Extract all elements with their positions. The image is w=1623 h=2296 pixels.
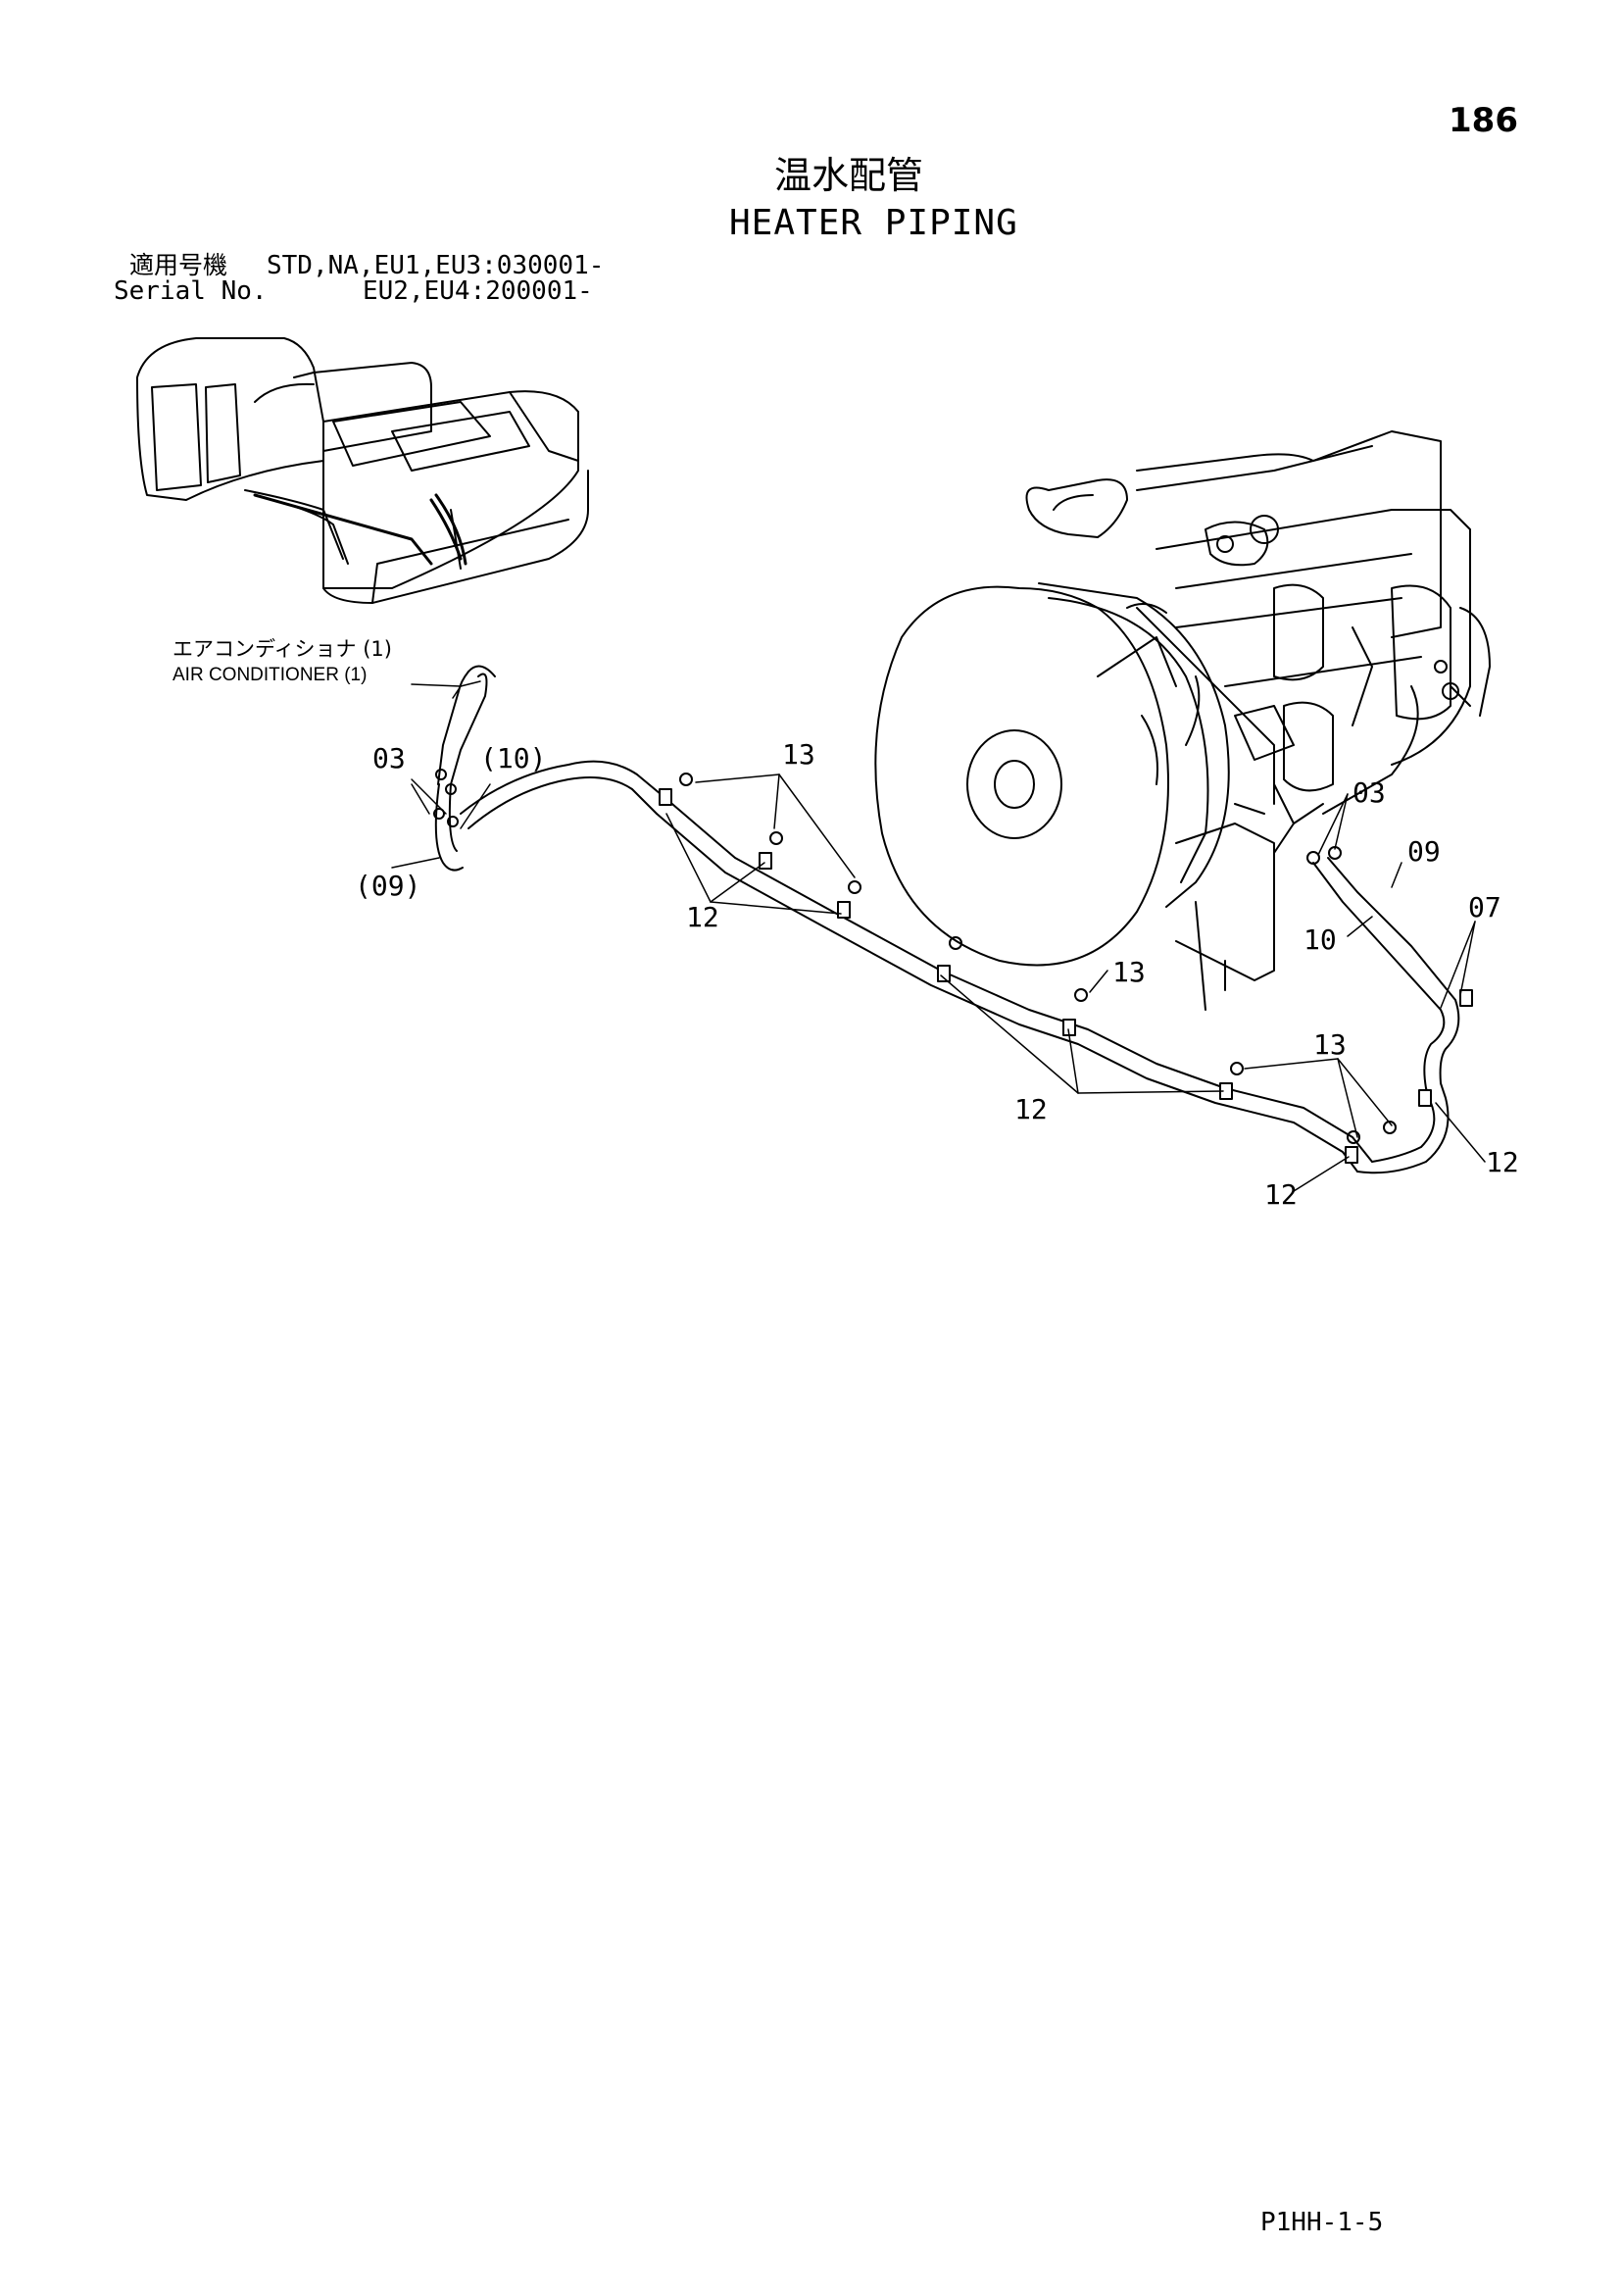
callout-13-c: 13	[1313, 1028, 1347, 1061]
callout-03-right: 03	[1352, 776, 1386, 809]
callout-07: 07	[1468, 891, 1501, 923]
callout-12-c: 12	[1486, 1146, 1519, 1178]
callout-03-left: 03	[372, 742, 406, 774]
engine-illustration	[1025, 430, 1491, 854]
callout-09-paren: (09)	[355, 870, 421, 902]
title-english: HEATER PIPING	[729, 203, 1018, 243]
callout-13-b: 13	[1112, 956, 1146, 988]
heater-hose-assembly	[433, 665, 1473, 1174]
callout-12-d: 12	[1264, 1178, 1298, 1211]
serial-range-line2: EU2,EU4:200001-	[363, 276, 593, 306]
air-conditioner-label-japanese: エアコンディショナ (1)	[172, 637, 392, 661]
flywheel-housing	[874, 582, 1275, 1011]
leader-lines	[391, 680, 1486, 1192]
air-conditioner-label-english: AIR CONDITIONER (1)	[172, 665, 368, 685]
callout-13-a: 13	[782, 738, 815, 771]
callout-10-paren: (10)	[480, 742, 547, 774]
excavator-overview-illustration	[136, 337, 589, 604]
callout-09-right: 09	[1407, 835, 1441, 868]
serial-label-japanese: 適用号機	[129, 251, 228, 279]
callout-12-b: 12	[1014, 1093, 1048, 1125]
page-number: 186	[1449, 101, 1518, 140]
serial-range-line1: STD,NA,EU1,EU3:030001-	[267, 251, 605, 280]
callout-12-a: 12	[686, 901, 719, 933]
footer-code: P1HH-1-5	[1260, 2208, 1384, 2237]
callout-10-right: 10	[1303, 923, 1337, 956]
serial-label-english: Serial No.	[114, 276, 268, 306]
title-japanese: 温水配管	[774, 154, 924, 197]
